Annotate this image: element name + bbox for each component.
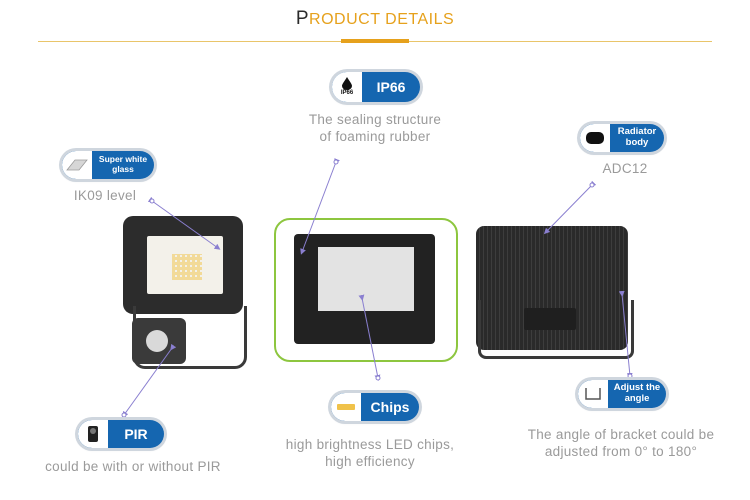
back-mounting-plate xyxy=(524,308,576,330)
led-chip-icon xyxy=(331,393,361,421)
pir-description: could be with or without PIR xyxy=(18,458,248,475)
ip66-pointer xyxy=(300,158,340,255)
chips-desc-line2: high efficiency xyxy=(325,454,415,469)
header-accent-bar xyxy=(341,39,409,43)
glass-sheet-icon xyxy=(62,151,92,179)
radiator-badge: Radiator body xyxy=(580,124,664,152)
pir-badge: PIR xyxy=(78,420,164,448)
chips-label: Chips xyxy=(370,398,410,415)
angle-label: Adjust the angle xyxy=(613,382,661,404)
ip66-desc-line2: of foaming rubber xyxy=(319,129,431,144)
title-initial: P xyxy=(295,8,310,29)
glass-pointer xyxy=(147,196,221,250)
angle-desc-line2: adjusted from 0° to 180° xyxy=(544,444,698,459)
radiator-icon xyxy=(580,124,610,152)
radiator-desc-line1: ADC12 xyxy=(602,161,648,176)
pir-sensor-icon xyxy=(78,420,108,448)
ip66-desc-line1: The sealing structure xyxy=(308,112,442,127)
glass-desc-line1: IK09 level xyxy=(73,188,137,203)
bracket-icon xyxy=(578,380,608,408)
angle-description: The angle of bracket could be adjusted f… xyxy=(505,426,737,460)
ip66-label: IP66 xyxy=(376,78,406,95)
floodlight-back-image xyxy=(476,226,628,350)
angle-desc-line1: The angle of bracket could be xyxy=(527,427,715,442)
ip66-icon-caption: IP66 xyxy=(340,90,354,96)
pir-label: PIR xyxy=(124,425,148,442)
chips-desc-line1: high brightness LED chips, xyxy=(285,437,455,452)
chips-description: high brightness LED chips, high efficien… xyxy=(255,436,485,470)
glass-description: IK09 level xyxy=(55,187,155,204)
water-drop-icon: IP66 xyxy=(332,72,362,102)
pir-pointer xyxy=(122,343,177,418)
glass-label: Super white glass xyxy=(98,154,148,174)
title-rest: RODUCT DETAILS xyxy=(309,11,455,28)
chips-pointer xyxy=(358,294,381,381)
angle-badge: Adjust the angle xyxy=(578,380,666,408)
ip66-badge: IP66 IP66 xyxy=(332,72,420,102)
pir-desc-line1: could be with or without PIR xyxy=(45,459,221,474)
radiator-pointer xyxy=(543,180,597,235)
glass-badge: Super white glass xyxy=(62,151,154,179)
chips-badge: Chips xyxy=(331,393,419,421)
ip66-description: The sealing structure of foaming rubber xyxy=(270,111,480,145)
radiator-description: ADC12 xyxy=(580,160,670,177)
section-title: PRODUCT DETAILS xyxy=(0,8,750,30)
radiator-label: Radiator body xyxy=(617,126,657,148)
angle-pointer xyxy=(618,290,633,379)
led-array xyxy=(172,254,202,280)
